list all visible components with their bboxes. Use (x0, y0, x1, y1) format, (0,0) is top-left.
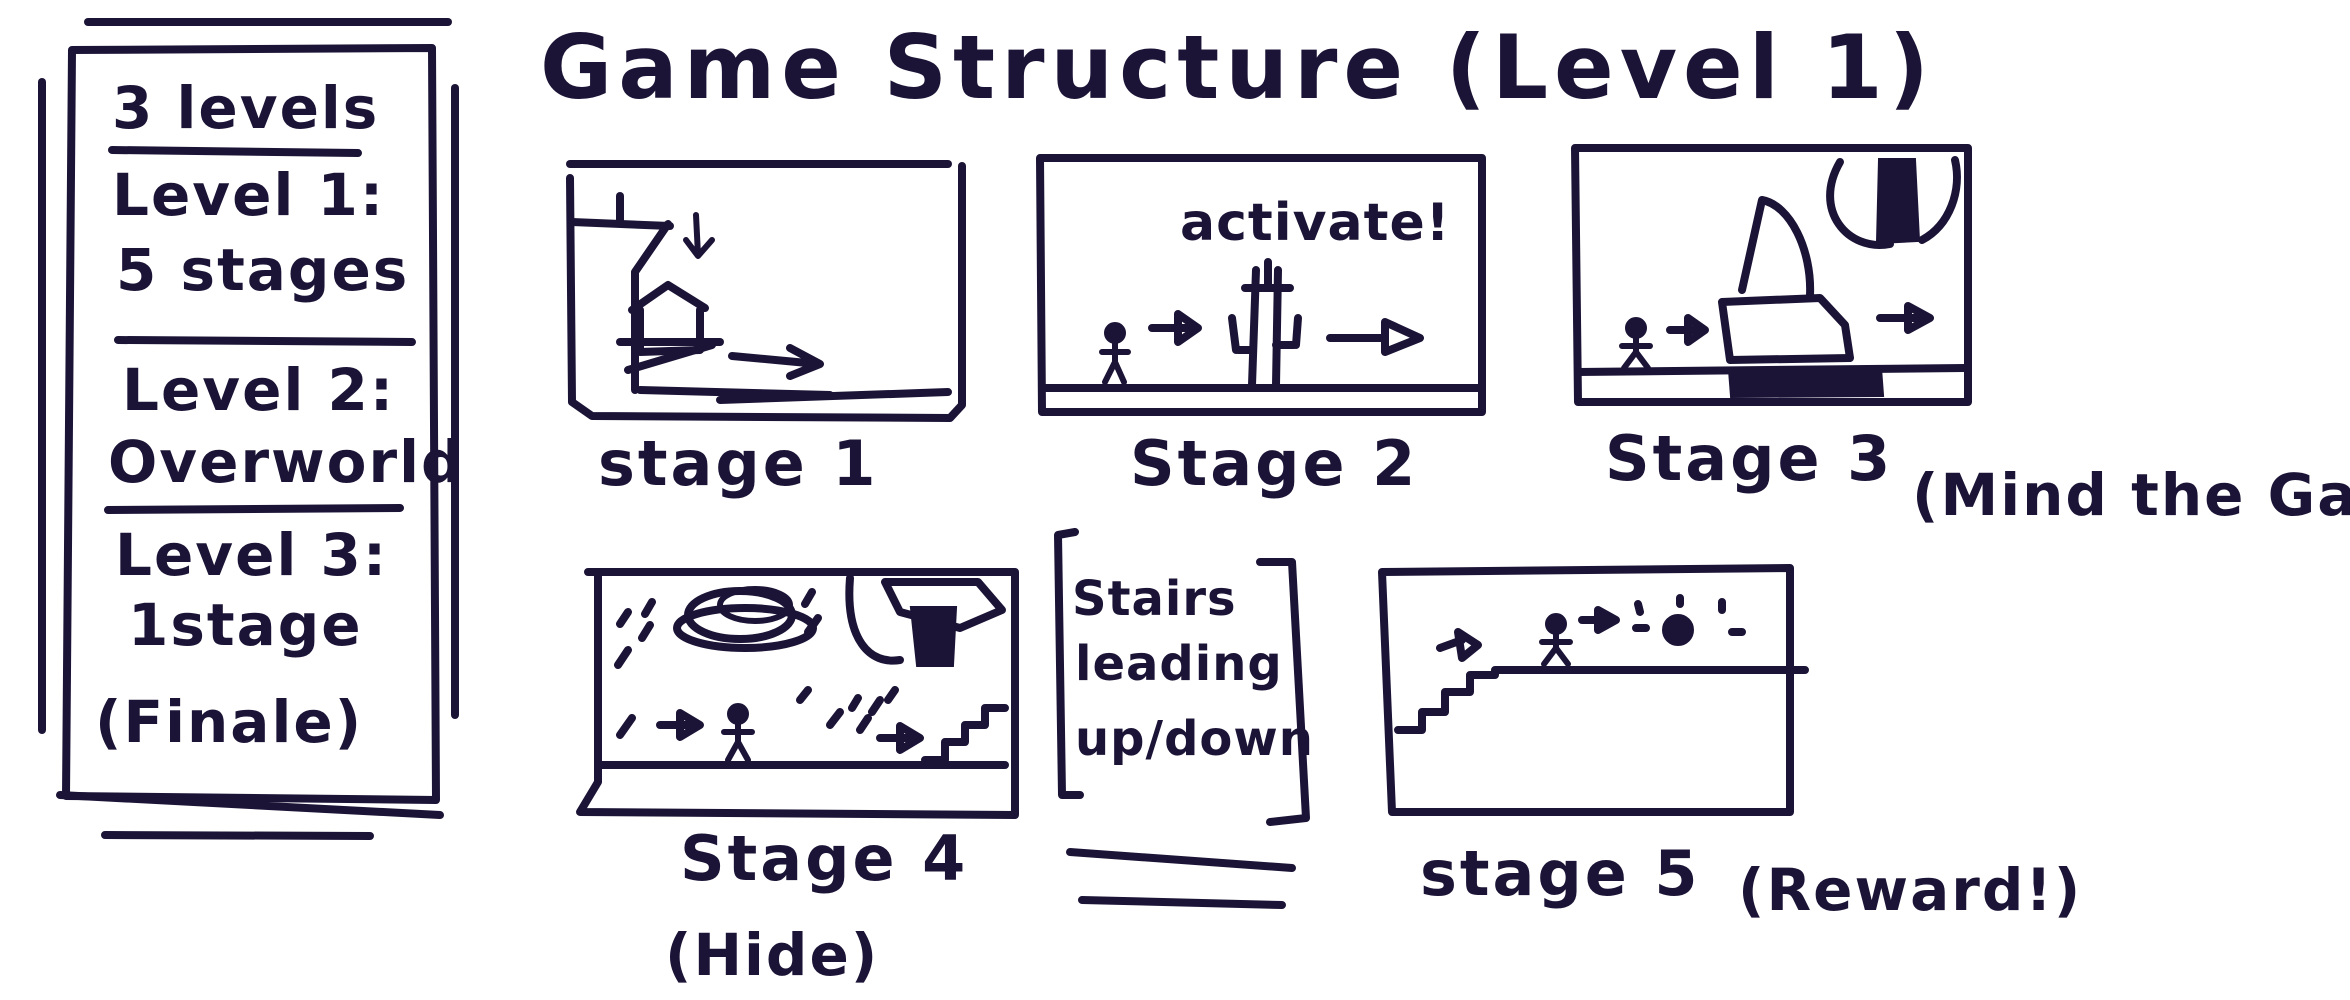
stage-3-subtitle: (Mind the Gap) (1912, 461, 2350, 529)
stage-2-panel: activate! (1036, 154, 1486, 416)
sidebar-level2-detail: Overworld (108, 428, 464, 496)
sidebar-heading: 3 levels (112, 74, 379, 142)
stage-5-label: stage 5 (1420, 837, 1701, 910)
player-figure (727, 703, 749, 725)
tree-trunk (1875, 158, 1921, 245)
sidebar-level1-detail: 5 stages (116, 236, 409, 304)
stairs-note-line1: Stairs (1072, 571, 1237, 627)
stage-3-label: Stage 3 (1605, 422, 1893, 495)
stage-1-label: stage 1 (598, 427, 879, 500)
stage-5-panel (1378, 564, 1809, 816)
stage-1-panel (566, 160, 966, 422)
stairs-note-line3: up/down (1075, 711, 1314, 767)
player-figure (1625, 317, 1647, 339)
stage-3-panel (1571, 144, 1972, 406)
sidebar-level2-title: Level 2: (122, 356, 395, 424)
sidebar-level3-title: Level 3: (115, 521, 388, 589)
reward-item (1662, 614, 1694, 646)
stage-5-subtitle: (Reward!) (1738, 856, 2082, 924)
stage-4-panel (576, 568, 1019, 819)
stage-4-label: Stage 4 (680, 822, 968, 895)
hiding-creature (909, 606, 958, 667)
sidebar-level1-title: Level 1: (112, 161, 385, 229)
stage-2-label: Stage 2 (1130, 427, 1418, 500)
sidebar-level3-detail: 1stage (128, 591, 363, 659)
stairs-note-line2: leading (1075, 636, 1283, 692)
stage-4-subtitle: (Hide) (665, 921, 879, 989)
levels-sidebar: 3 levels Level 1: 5 stages Level 2: Over… (38, 18, 464, 840)
boat-hull (1727, 365, 1885, 399)
page-title: Game Structure (Level 1) (540, 16, 1935, 119)
stairs-note: Stairs leading up/down (1054, 528, 1314, 909)
stage-2-scene-text: activate! (1180, 193, 1450, 253)
player-figure (1545, 613, 1567, 635)
sidebar-level3-finale: (Finale) (95, 688, 363, 756)
